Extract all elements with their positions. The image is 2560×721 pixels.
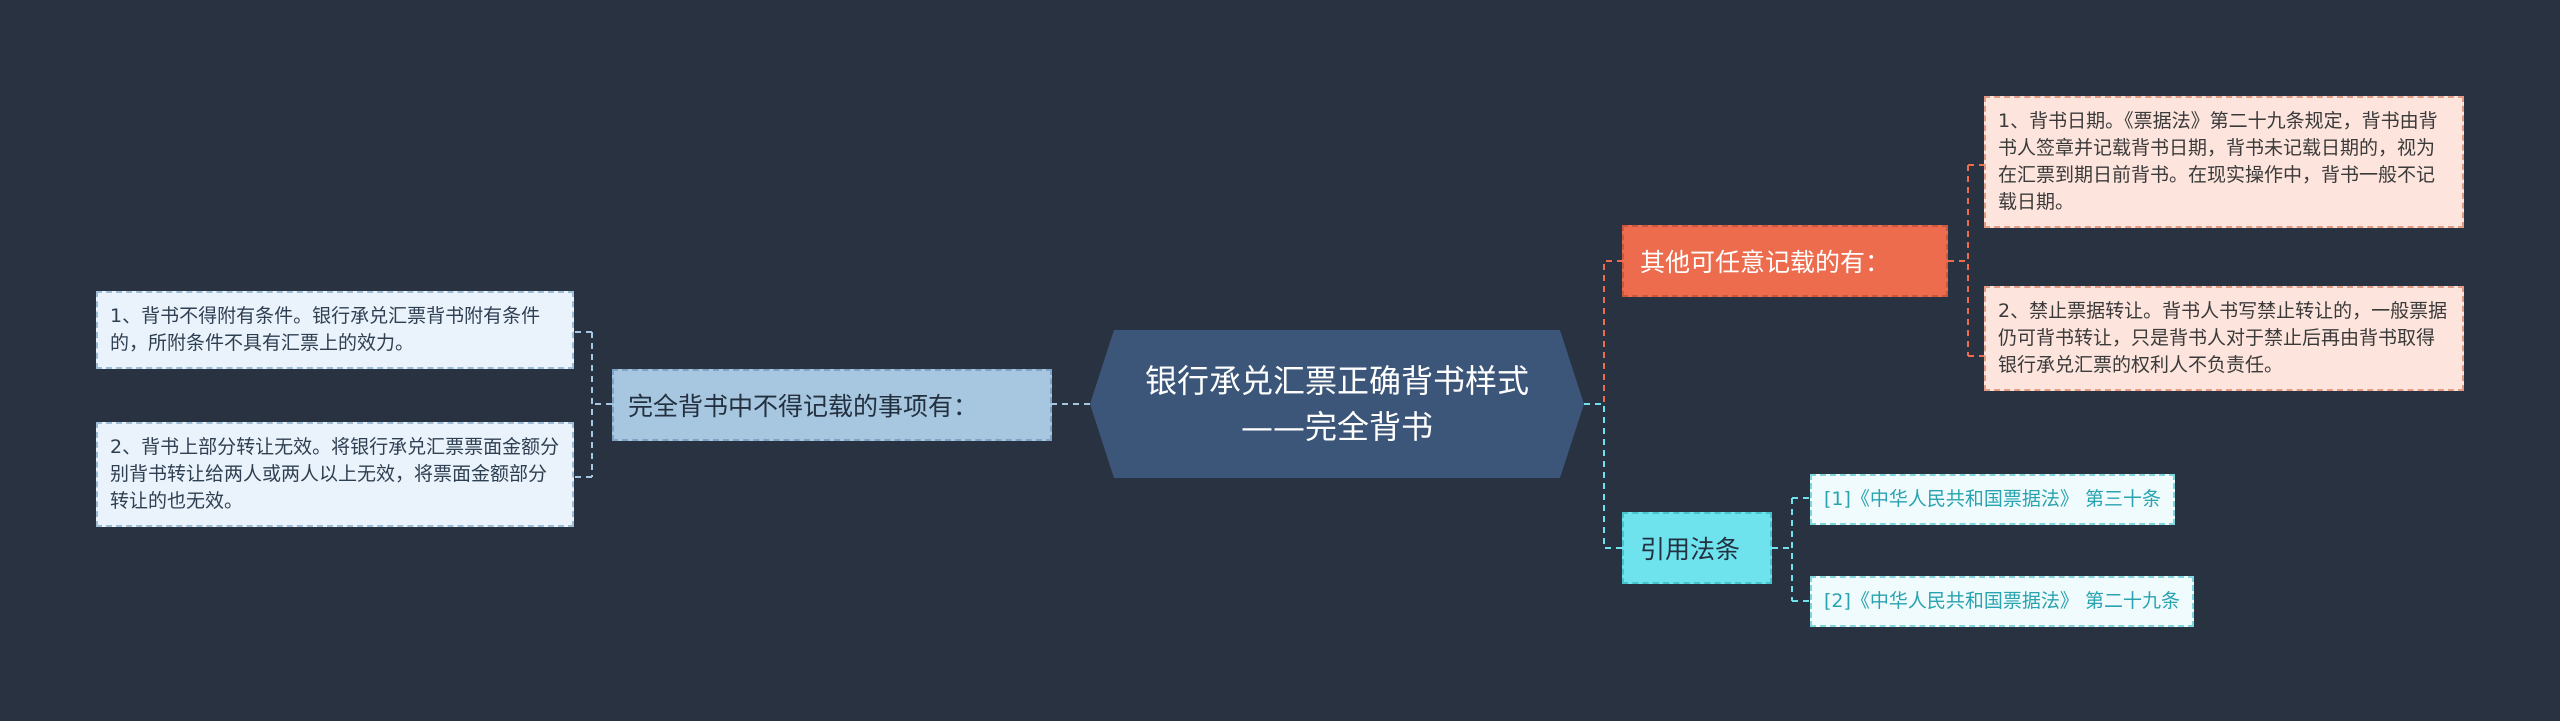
- cyan-branch-node[interactable]: 引用法条: [1622, 512, 1772, 584]
- orange-branch-node[interactable]: 其他可任意记载的有：: [1622, 225, 1948, 297]
- cyan-branch-label: 引用法条: [1640, 535, 1741, 564]
- orange-branch-label: 其他可任意记载的有：: [1640, 248, 1891, 277]
- left-branch-label: 完全背书中不得记载的事项有：: [628, 392, 979, 421]
- link-root-cyan: [1584, 403, 1622, 549]
- cyan-leaf-1[interactable]: [1]《中华人民共和国票据法》 第三十条: [1810, 474, 2175, 525]
- link-left-leaves: [574, 331, 612, 478]
- left-leaf-2[interactable]: 2、背书上部分转让无效。将银行承兑汇票票面金额分别背书转让给两人或两人以上无效，…: [96, 422, 574, 527]
- left-leaf-1-text: 1、背书不得附有条件。银行承兑汇票背书附有条件的，所附条件不具有汇票上的效力。: [110, 305, 541, 354]
- orange-leaf-1[interactable]: 1、背书日期。《票据法》第二十九条规定，背书由背书人签章并记载背书日期，背书未记…: [1984, 96, 2464, 228]
- link-root-orange: [1584, 260, 1622, 405]
- root-node[interactable]: 银行承兑汇票正确背书样式——完全背书: [1090, 330, 1584, 478]
- orange-leaf-1-text: 1、背书日期。《票据法》第二十九条规定，背书由背书人签章并记载背书日期，背书未记…: [1998, 110, 2438, 213]
- link-orange-leaves: [1948, 164, 1984, 357]
- left-leaf-2-text: 2、背书上部分转让无效。将银行承兑汇票票面金额分别背书转让给两人或两人以上无效，…: [110, 436, 560, 512]
- orange-leaf-2[interactable]: 2、禁止票据转让。背书人书写禁止转让的，一般票据仍可背书转让，只是背书人对于禁止…: [1984, 286, 2464, 391]
- cyan-leaf-2[interactable]: [2]《中华人民共和国票据法》 第二十九条: [1810, 576, 2194, 627]
- orange-leaf-2-text: 2、禁止票据转让。背书人书写禁止转让的，一般票据仍可背书转让，只是背书人对于禁止…: [1998, 300, 2448, 376]
- root-label: 银行承兑汇票正确背书样式——完全背书: [1144, 362, 1529, 446]
- left-branch-node[interactable]: 完全背书中不得记载的事项有：: [612, 369, 1052, 441]
- cyan-leaf-1-text: [1]《中华人民共和国票据法》 第三十条: [1824, 488, 2161, 510]
- left-leaf-1[interactable]: 1、背书不得附有条件。银行承兑汇票背书附有条件的，所附条件不具有汇票上的效力。: [96, 291, 574, 369]
- link-cyan-leaves: [1772, 497, 1810, 602]
- cyan-leaf-2-text: [2]《中华人民共和国票据法》 第二十九条: [1824, 590, 2180, 612]
